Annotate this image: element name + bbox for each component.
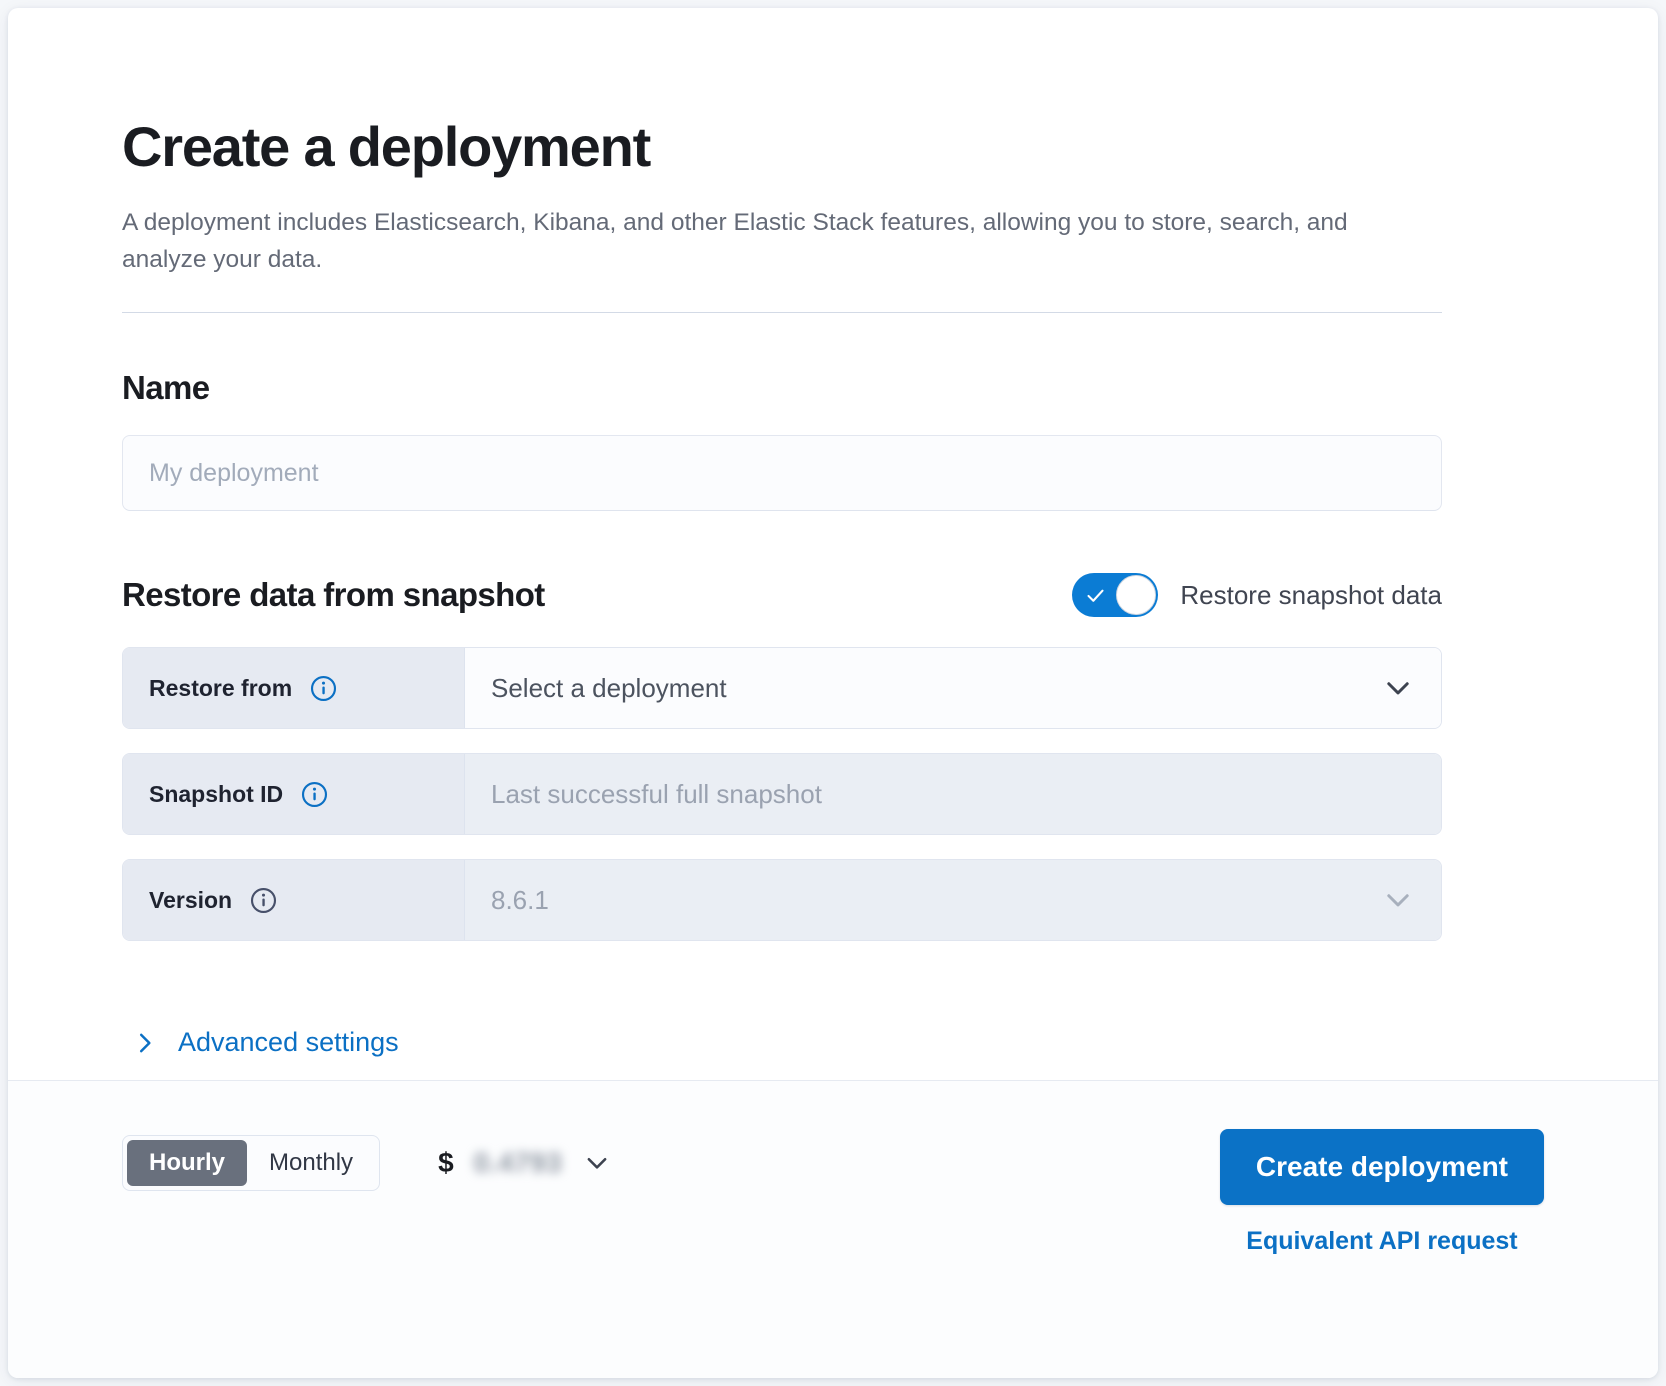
restore-form-rows: Restore from Select a deployment (122, 647, 1442, 942)
row-snapshot-id-value: Last successful full snapshot (491, 778, 822, 809)
restore-snapshot-toggle-group[interactable]: Restore snapshot data (1072, 573, 1442, 618)
restore-section-header: Restore data from snapshot Restore snaps… (122, 573, 1442, 618)
row-snapshot-id-label: Snapshot ID (149, 780, 284, 807)
create-deployment-button[interactable]: Create deployment (1219, 1129, 1544, 1205)
row-snapshot-id-label-cell: Snapshot ID (123, 754, 465, 835)
row-snapshot-id-field: Last successful full snapshot (465, 754, 1441, 835)
restore-snapshot-toggle-label: Restore snapshot data (1180, 579, 1442, 610)
row-version-label-cell: Version (123, 860, 465, 941)
create-deployment-card: Create a deployment A deployment include… (8, 8, 1658, 1378)
info-circle-icon[interactable] (310, 675, 337, 702)
name-section-title: Name (122, 369, 210, 407)
deployment-name-placeholder: My deployment (149, 458, 319, 487)
row-restore-from[interactable]: Restore from Select a deployment (122, 647, 1442, 730)
equivalent-api-request-link[interactable]: Equivalent API request (1246, 1227, 1518, 1255)
restore-section-title: Restore data from snapshot (122, 576, 545, 614)
row-restore-from-field[interactable]: Select a deployment (465, 648, 1441, 729)
chevron-down-icon (1387, 894, 1409, 907)
advanced-settings-label: Advanced settings (178, 1027, 399, 1058)
row-snapshot-id: Snapshot ID Last successful full snapsho… (122, 753, 1442, 836)
page-description: A deployment includes Elasticsearch, Kib… (122, 208, 1348, 273)
footer-inner: Hourly Monthly $ 0.4793 Create deploymen… (122, 1129, 1544, 1256)
chevron-down-icon[interactable] (582, 1148, 612, 1178)
page-title: Create a deployment (122, 115, 651, 178)
row-version-label: Version (149, 886, 233, 913)
deployment-name-input[interactable]: My deployment (122, 435, 1442, 512)
footer-left-group: Hourly Monthly $ 0.4793 (122, 1129, 612, 1191)
footer-bar: Hourly Monthly $ 0.4793 Create deploymen… (8, 1080, 1658, 1378)
info-circle-icon[interactable] (301, 781, 328, 808)
price-display[interactable]: $ 0.4793 (438, 1147, 612, 1179)
billing-option-hourly[interactable]: Hourly (127, 1140, 248, 1186)
content-column: Create a deployment A deployment include… (122, 116, 1442, 1061)
row-restore-from-value: Select a deployment (491, 672, 727, 703)
check-icon (1087, 589, 1104, 602)
switch-knob (1116, 575, 1157, 616)
restore-snapshot-switch[interactable] (1072, 573, 1159, 618)
card-body: Create a deployment A deployment include… (8, 8, 1658, 1080)
billing-option-monthly[interactable]: Monthly (269, 1149, 354, 1176)
row-restore-from-label-cell: Restore from (123, 648, 465, 729)
advanced-settings-toggle[interactable]: Advanced settings (122, 1027, 399, 1058)
info-circle-icon[interactable] (250, 887, 277, 914)
billing-period-segmented-control[interactable]: Hourly Monthly (122, 1135, 381, 1191)
chevron-down-icon[interactable] (1381, 671, 1415, 705)
row-restore-from-label: Restore from (149, 674, 293, 701)
footer-right-group: Create deployment Equivalent API request (1219, 1129, 1544, 1256)
header-divider (122, 312, 1442, 314)
row-version-field: 8.6.1 (465, 860, 1441, 941)
price-amount: 0.4793 (473, 1147, 563, 1178)
currency-symbol: $ (438, 1147, 454, 1178)
row-version: Version 8.6.1 (122, 859, 1442, 942)
row-version-value: 8.6.1 (491, 884, 549, 915)
chevron-right-icon (139, 1033, 151, 1052)
